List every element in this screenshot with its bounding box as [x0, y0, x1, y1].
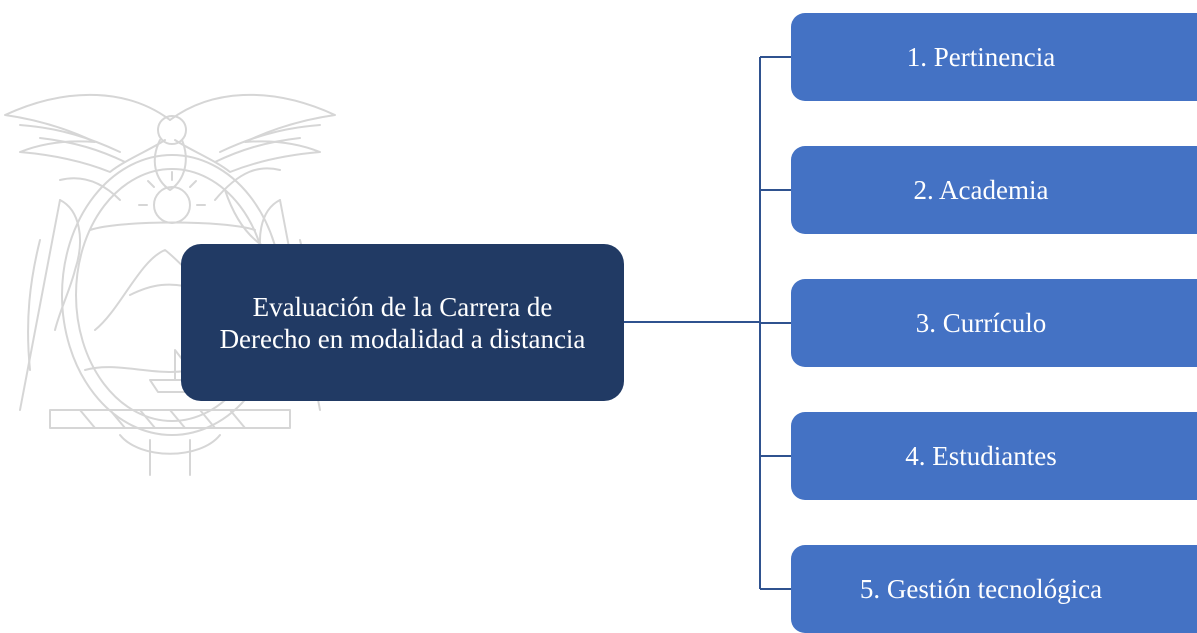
child-node-label: 1. Pertinencia [906, 42, 1056, 72]
root-node: Evaluación de la Carrera de Derecho en m… [181, 244, 624, 401]
child-node-academia: 2. Academia [791, 146, 1197, 234]
child-node-curriculo: 3. Currículo [791, 279, 1197, 367]
child-node-estudiantes: 4. Estudiantes [791, 412, 1197, 500]
child-node-label: 3. Currículo [915, 308, 1047, 338]
root-node-label: Evaluación de la Carrera de Derecho en m… [219, 291, 586, 354]
child-node-gestion-tecnologica: 5. Gestión tecnológica [791, 545, 1197, 633]
child-node-label: 2. Academia [913, 175, 1049, 205]
child-node-label: 4. Estudiantes [905, 441, 1057, 471]
child-node-label: 5. Gestión tecnológica [859, 574, 1103, 604]
child-node-pertinencia: 1. Pertinencia [791, 13, 1197, 101]
